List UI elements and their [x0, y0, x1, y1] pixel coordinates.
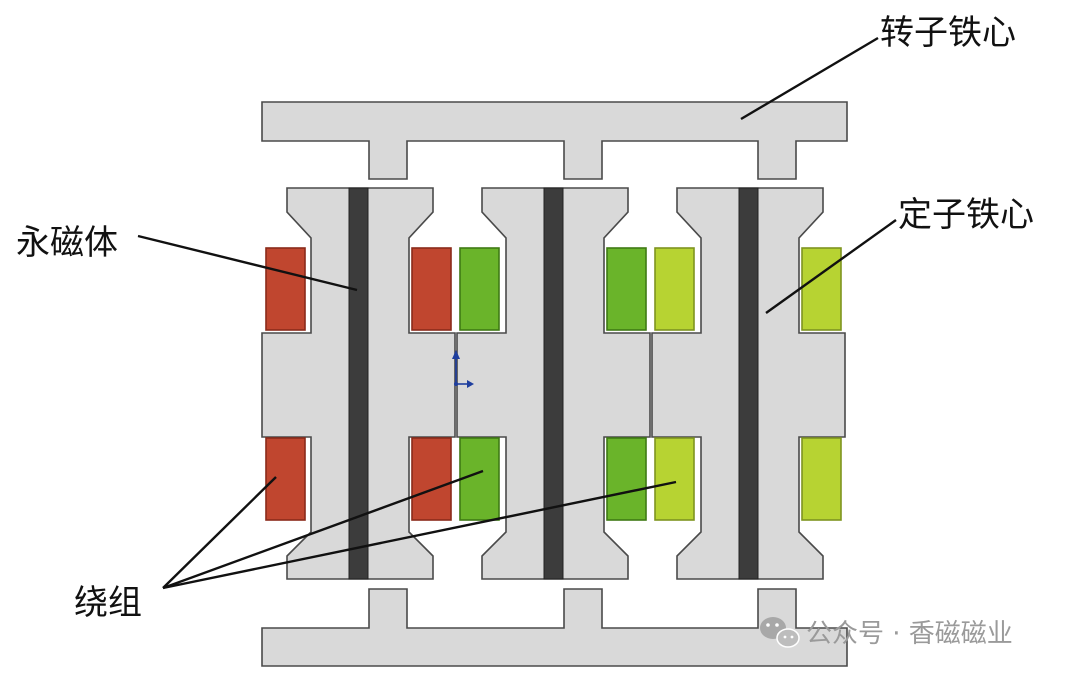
leader-line-winding-2 [162, 469, 484, 590]
label-stator-core: 定子铁心 [898, 195, 1034, 235]
winding-coil [606, 437, 647, 521]
watermark-text: 公众号 · 香磁磁业 [806, 619, 1013, 649]
winding-coil [654, 437, 695, 521]
winding-coil [606, 247, 647, 331]
label-rotor-core: 转子铁心 [880, 13, 1016, 53]
winding-coil [801, 437, 842, 521]
winding-coil [459, 247, 500, 331]
leader-line-rotor-core [740, 36, 879, 121]
coordinate-axis-icon [452, 350, 474, 388]
permanent-magnet-3 [738, 187, 759, 580]
leader-line-permanent-magnet [137, 234, 358, 292]
winding-coil [459, 437, 500, 521]
label-permanent-magnet: 永磁体 [16, 223, 118, 263]
leader-line-winding-1 [162, 476, 277, 589]
wechat-icon [760, 617, 800, 648]
winding-coil [411, 437, 452, 521]
leader-line-stator-core [765, 219, 897, 314]
winding-coil [411, 247, 452, 331]
winding-coil [265, 437, 306, 521]
winding-coil [801, 247, 842, 331]
label-winding: 绕组 [74, 583, 142, 623]
rotor-core-bottom [261, 588, 848, 667]
permanent-magnet-2 [543, 187, 564, 580]
winding-coil [654, 247, 695, 331]
permanent-magnet-1 [348, 187, 369, 580]
winding-coil [265, 247, 306, 331]
leader-line-winding-3 [162, 480, 677, 590]
rotor-core-top [261, 101, 848, 180]
